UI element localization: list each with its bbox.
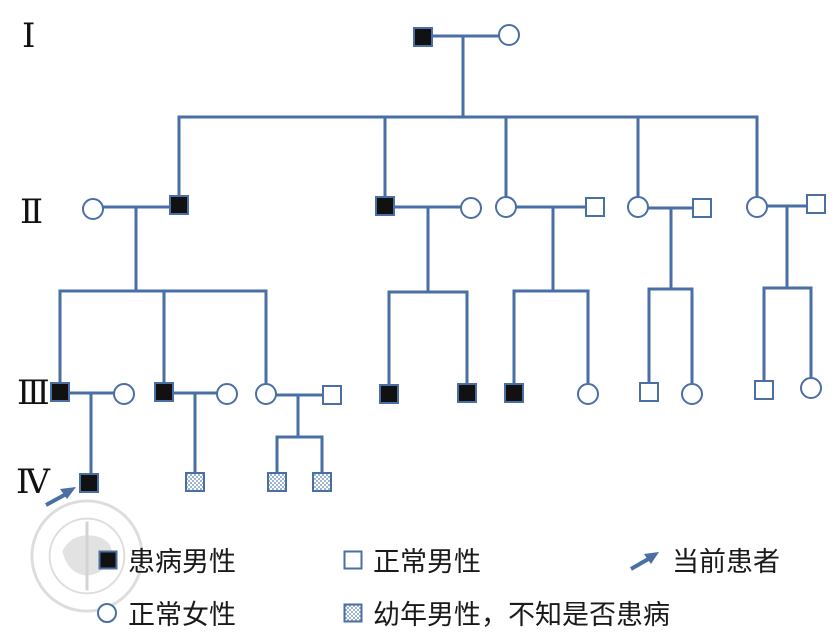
legend-label: 当前患者: [672, 547, 780, 578]
affected-male-i-1: [413, 27, 433, 47]
normal-female-iii-2: [113, 383, 135, 405]
proband-arrow-icon: [629, 551, 659, 571]
affected-male-iii-3: [154, 382, 174, 402]
affected-male-iii-1: [50, 382, 70, 402]
normal-female-ii-9: [746, 196, 768, 218]
unknown-male-icon: [343, 603, 363, 622]
normal-female-ii-4: [460, 197, 482, 219]
normal-female-ii-1: [82, 198, 104, 220]
affected-male-iii-8: [457, 383, 477, 403]
normal-male-ii-8: [692, 198, 712, 218]
legend-unknown-male: 幼年男性，不知是否患病: [343, 593, 670, 632]
normal-female-iii-10: [577, 383, 599, 405]
unknown-male-iv-3: [267, 472, 287, 492]
generation-label-4: Ⅳ: [16, 464, 50, 501]
affected-male-iii-9: [504, 383, 524, 403]
normal-female-iii-12: [681, 383, 703, 405]
legend-normal-male: 正常男性: [343, 540, 481, 579]
legend-affected-male: 患病男性: [98, 540, 236, 579]
normal-male-icon: [343, 550, 363, 569]
legend-normal-female: 正常女性: [96, 593, 236, 632]
normal-female-ii-7: [627, 196, 649, 218]
normal-female-i-2: [498, 24, 520, 46]
normal-female-iii-5: [255, 383, 277, 405]
pedigree-lines: [58, 34, 818, 476]
normal-female-iii-4: [216, 383, 238, 405]
normal-male-iii-6: [322, 385, 342, 405]
pedigree-symbols: [50, 24, 826, 493]
generation-label-1: Ⅰ: [22, 18, 36, 55]
legend-label: 幼年男性，不知是否患病: [373, 600, 670, 631]
normal-female-iii-14: [800, 377, 822, 399]
normal-male-iii-13: [754, 380, 774, 400]
affected-male-ii-2: [169, 195, 189, 215]
affected-male-iii-7: [379, 384, 399, 404]
normal-male-ii-6: [585, 197, 605, 217]
normal-male-ii-10: [806, 194, 826, 214]
legend-label: 正常女性: [128, 600, 236, 631]
legend-label: 正常男性: [373, 547, 481, 578]
affected-male-icon: [98, 550, 118, 569]
legend-proband: 当前患者: [628, 540, 780, 579]
unknown-male-iv-4: [312, 472, 332, 492]
generation-label-2: Ⅱ: [20, 194, 44, 231]
normal-male-iii-11: [639, 382, 659, 402]
legend-label: 患病男性: [128, 547, 236, 578]
proband-arrow-icon: [45, 487, 76, 507]
normal-female-icon: [97, 602, 117, 623]
proband-affected-male-iv-1: [79, 473, 99, 493]
affected-male-ii-3: [375, 196, 395, 216]
normal-female-ii-5: [495, 196, 517, 218]
unknown-male-iv-2: [185, 472, 205, 492]
generation-label-3: Ⅲ: [17, 375, 50, 412]
